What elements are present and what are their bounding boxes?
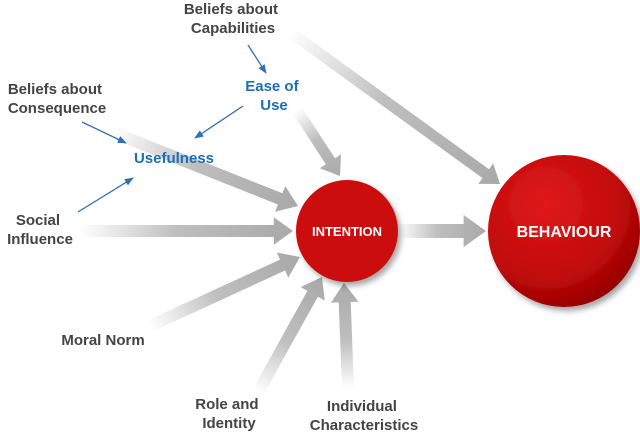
arrow-social-to-intention	[80, 217, 293, 245]
label-beliefs-consequence: Beliefs about Consequence	[8, 81, 106, 117]
behaviour-node	[488, 155, 640, 307]
label-social-influence: Social Influence	[7, 212, 73, 248]
label-role-identity: Role and Identity	[195, 396, 263, 432]
behaviour-label: BEHAVIOUR	[517, 224, 612, 241]
arrow-consequence-to-usefulness	[81, 121, 127, 144]
arrow-individual-to-intention	[330, 283, 359, 389]
label-usefulness: Usefulness	[134, 150, 214, 167]
arrow-moral-to-intention	[147, 252, 300, 332]
arrow-capabilities-to-behaviour	[286, 27, 500, 184]
arrow-ease-to-intention	[292, 107, 341, 176]
thin-arrows	[77, 44, 267, 213]
arrow-intention-to-behaviour	[398, 214, 486, 248]
intention-label: INTENTION	[312, 224, 382, 239]
arrow-role-to-intention	[252, 277, 325, 395]
label-ease-of-use: Ease of Use	[245, 78, 303, 114]
influence-arrows	[80, 27, 500, 395]
intention-node	[296, 180, 398, 282]
label-beliefs-capabilities: Beliefs about Capabilities	[184, 1, 282, 37]
arrow-capabilities-to-ease	[247, 44, 267, 74]
label-individual-characteristics: Individual Characteristics	[310, 398, 418, 432]
arrow-ease-to-usefulness	[194, 105, 244, 139]
label-moral-norm: Moral Norm	[61, 332, 144, 349]
arrow-consequence-to-intention	[109, 126, 298, 212]
arrow-social-to-usefulness	[77, 177, 134, 213]
